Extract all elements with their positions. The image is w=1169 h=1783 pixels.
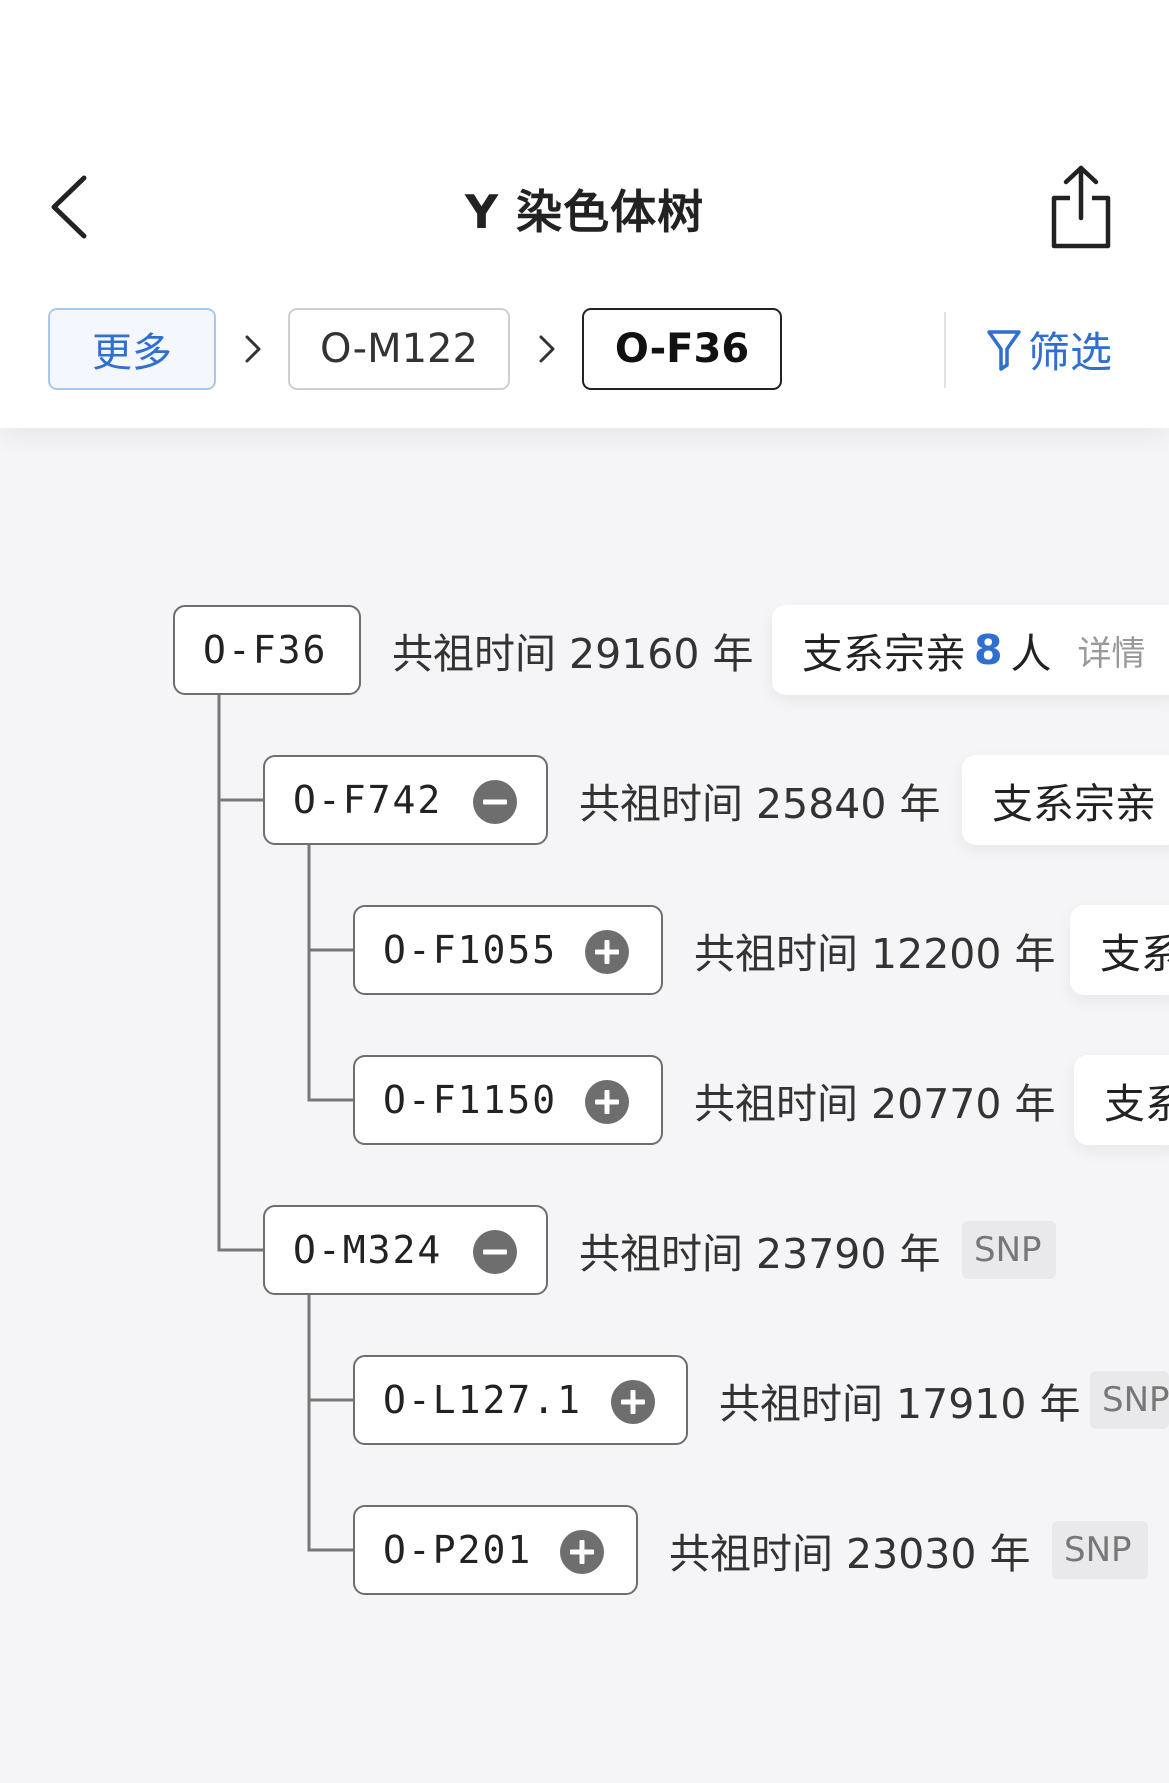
chevron-left-icon[interactable] [44, 172, 104, 242]
card-label: 支系宗亲 [992, 780, 1156, 828]
lineage-card[interactable]: 支系 [1070, 905, 1169, 995]
card-detail-link[interactable]: 详情 [1077, 633, 1146, 674]
share-icon[interactable] [1048, 164, 1114, 250]
expand-plus-icon[interactable] [611, 1380, 655, 1424]
snp-tag[interactable]: SNP [1090, 1371, 1169, 1429]
filter-button[interactable]: 筛选 [986, 318, 1112, 380]
top-bar: Y 染色体树 更多 O-M122 O-F36 筛选 [0, 0, 1169, 428]
node-label: O-F36 [203, 628, 328, 672]
snp-tag[interactable]: SNP [1052, 1521, 1148, 1579]
node-info: 共祖时间 25840 年 [579, 780, 941, 828]
breadcrumb-more[interactable]: 更多 [48, 308, 216, 390]
tree-node[interactable]: O-F742 [263, 755, 548, 845]
snp-tag[interactable]: SNP [962, 1221, 1056, 1279]
card-count: 8 [974, 626, 1003, 674]
expand-plus-icon[interactable] [585, 930, 629, 974]
collapse-minus-icon[interactable] [473, 1230, 517, 1274]
collapse-minus-icon[interactable] [473, 780, 517, 824]
node-info: 共祖时间 23030 年 [669, 1530, 1031, 1578]
breadcrumb-o-m122[interactable]: O-M122 [288, 308, 510, 390]
node-label: O-F1055 [383, 928, 558, 972]
lineage-card[interactable]: 支系 [1074, 1055, 1169, 1145]
node-label: O-F1150 [383, 1078, 558, 1122]
tree-node[interactable]: O-F1150 [353, 1055, 663, 1145]
lineage-card[interactable]: 支系宗亲 8 人 详情 [772, 605, 1169, 695]
tree-node-root[interactable]: O-F36 [173, 605, 361, 695]
node-info: 共祖时间 12200 年 [694, 930, 1056, 978]
filter-label: 筛选 [1028, 327, 1113, 377]
lineage-card[interactable]: 支系宗亲 [962, 755, 1169, 845]
funnel-icon [987, 330, 1021, 371]
page-title: Y 染色体树 [464, 185, 705, 239]
card-label: 支系 [1104, 1080, 1169, 1128]
card-suffix: 人 [1010, 630, 1052, 678]
divider [944, 312, 946, 388]
node-info: 共祖时间 23790 年 [579, 1230, 941, 1278]
node-label: O-F742 [293, 778, 443, 822]
tree-node[interactable]: O-M324 [263, 1205, 548, 1295]
tree-node[interactable]: O-F1055 [353, 905, 663, 995]
node-label: O-M324 [293, 1228, 443, 1272]
chevron-right-icon [539, 335, 555, 363]
node-label: O-L127.1 [383, 1378, 583, 1422]
card-label: 支系 [1100, 930, 1169, 978]
card-label: 支系宗亲 [802, 630, 966, 678]
expand-plus-icon[interactable] [585, 1080, 629, 1124]
tree-node[interactable]: O-P201 [353, 1505, 638, 1595]
tree-node[interactable]: O-L127.1 [353, 1355, 688, 1445]
breadcrumb-current[interactable]: O-F36 [582, 308, 782, 390]
node-label: O-P201 [383, 1528, 533, 1572]
node-info: 共祖时间 29160 年 [392, 630, 754, 678]
node-info: 共祖时间 20770 年 [694, 1080, 1056, 1128]
expand-plus-icon[interactable] [560, 1530, 604, 1574]
chevron-right-icon [245, 335, 261, 363]
node-info: 共祖时间 17910 年 [719, 1380, 1081, 1428]
